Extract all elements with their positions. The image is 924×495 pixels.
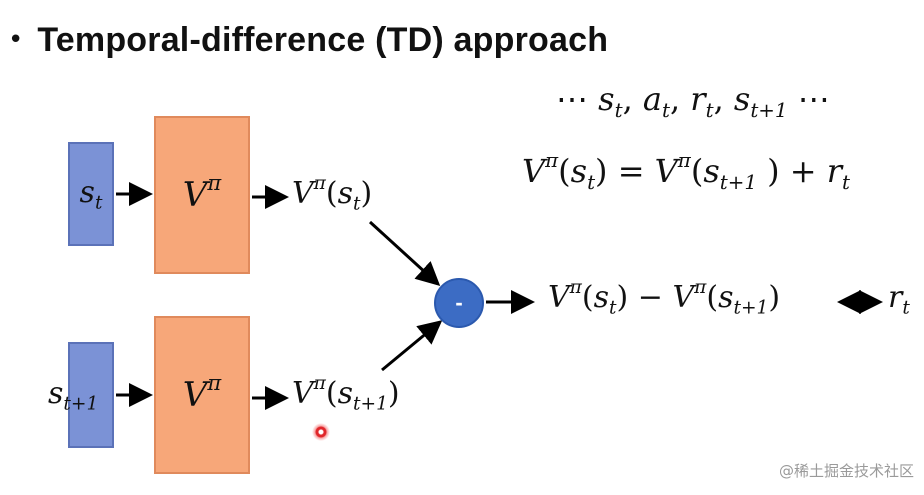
slide-title-row: • Temporal-difference (TD) approach: [8, 12, 608, 68]
value-network-label-top: Vπ: [182, 170, 222, 215]
value-network-box-bottom: Vπ: [154, 316, 250, 474]
value-network-label-bottom: Vπ: [182, 370, 222, 415]
state-box-bottom: [68, 342, 114, 448]
watermark-text: @稀土掘金技术社区: [778, 462, 914, 480]
arrow-top-to-minus: [368, 220, 441, 287]
slide-title: Temporal-difference (TD) approach: [37, 20, 609, 59]
value-output-top: Vπ(st): [292, 173, 373, 215]
trajectory-sequence: ⋯ st, at, rt, st+1 ⋯: [556, 80, 830, 122]
state-box-top: st: [68, 142, 114, 246]
value-output-bottom: Vπ(st+1): [292, 373, 400, 415]
arrow-bottom-to-minus: [381, 320, 443, 372]
state-label-bottom: st+1: [48, 376, 99, 415]
reward-label: rt: [888, 280, 910, 319]
minus-operator-circle: -: [434, 278, 484, 328]
state-label-top: st: [79, 174, 103, 214]
pointer-highlight-icon: [312, 423, 330, 441]
td-equation: Vπ(st) = Vπ(st+1 ) + rt: [522, 149, 851, 194]
td-difference-expression: Vπ(st) − Vπ(st+1): [548, 277, 781, 319]
bullet-glyph: •: [8, 25, 24, 55]
minus-symbol: -: [455, 290, 463, 315]
value-network-box-top: Vπ: [154, 116, 250, 274]
